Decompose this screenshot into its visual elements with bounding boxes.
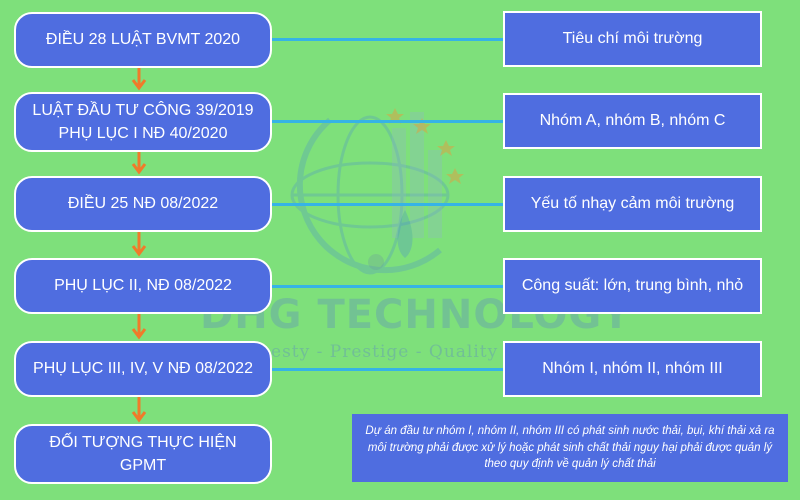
criteria-box-1: Tiêu chí môi trường (503, 11, 762, 67)
criteria-box-2: Nhóm A, nhóm B, nhóm C (503, 93, 762, 149)
note-text: Dự án đầu tư nhóm I, nhóm II, nhóm III c… (365, 424, 775, 471)
step-box-1: ĐIỀU 28 LUẬT BVMT 2020 (14, 12, 272, 68)
connector-line (272, 203, 503, 206)
step-label: GPMT (119, 457, 167, 474)
step-box-6: ĐỐI TƯỢNG THỰC HIỆN GPMT (14, 424, 272, 484)
step-box-4: PHỤ LỤC II, NĐ 08/2022 (14, 258, 272, 314)
criteria-label: Nhóm I, nhóm II, nhóm III (542, 360, 723, 378)
connector-line (272, 38, 503, 41)
watermark-tagline: Honesty - Prestige - Quality (232, 342, 499, 362)
step-box-2: LUẬT ĐẦU TƯ CÔNG 39/2019 PHỤ LỤC I NĐ 40… (14, 92, 272, 152)
criteria-box-5: Nhóm I, nhóm II, nhóm III (503, 341, 762, 397)
step-label: ĐỐI TƯỢNG THỰC HIỆN (49, 433, 237, 451)
down-arrow-icon (131, 68, 147, 91)
step-label: LUẬT ĐẦU TƯ CÔNG 39/2019 (32, 101, 254, 119)
criteria-box-3: Yếu tố nhạy cảm môi trường (503, 176, 762, 232)
step-label: PHỤ LỤC II, NĐ 08/2022 (54, 277, 232, 295)
connector-line (272, 120, 503, 123)
criteria-label: Công suất: lớn, trung bình, nhỏ (521, 277, 744, 295)
step-label: ĐIỀU 25 NĐ 08/2022 (67, 195, 219, 213)
criteria-label: Nhóm A, nhóm B, nhóm C (539, 112, 726, 130)
criteria-label: Yếu tố nhạy cảm môi trường (530, 195, 735, 213)
down-arrow-icon (131, 314, 147, 340)
down-arrow-icon (131, 397, 147, 423)
connector-line (272, 285, 503, 288)
step-label: PHỤ LỤC I NĐ 40/2020 (58, 125, 228, 142)
note-box: Dự án đầu tư nhóm I, nhóm II, nhóm III c… (352, 414, 788, 482)
step-box-3: ĐIỀU 25 NĐ 08/2022 (14, 176, 272, 232)
connector-line (272, 368, 503, 371)
step-label: PHỤ LỤC III, IV, V NĐ 08/2022 (33, 360, 253, 378)
down-arrow-icon (131, 232, 147, 257)
down-arrow-icon (131, 152, 147, 175)
step-label: ĐIỀU 28 LUẬT BVMT 2020 (45, 31, 241, 49)
criteria-box-4: Công suất: lớn, trung bình, nhỏ (503, 258, 762, 314)
criteria-label: Tiêu chí môi trường (562, 30, 703, 48)
step-box-5: PHỤ LỤC III, IV, V NĐ 08/2022 (14, 341, 272, 397)
